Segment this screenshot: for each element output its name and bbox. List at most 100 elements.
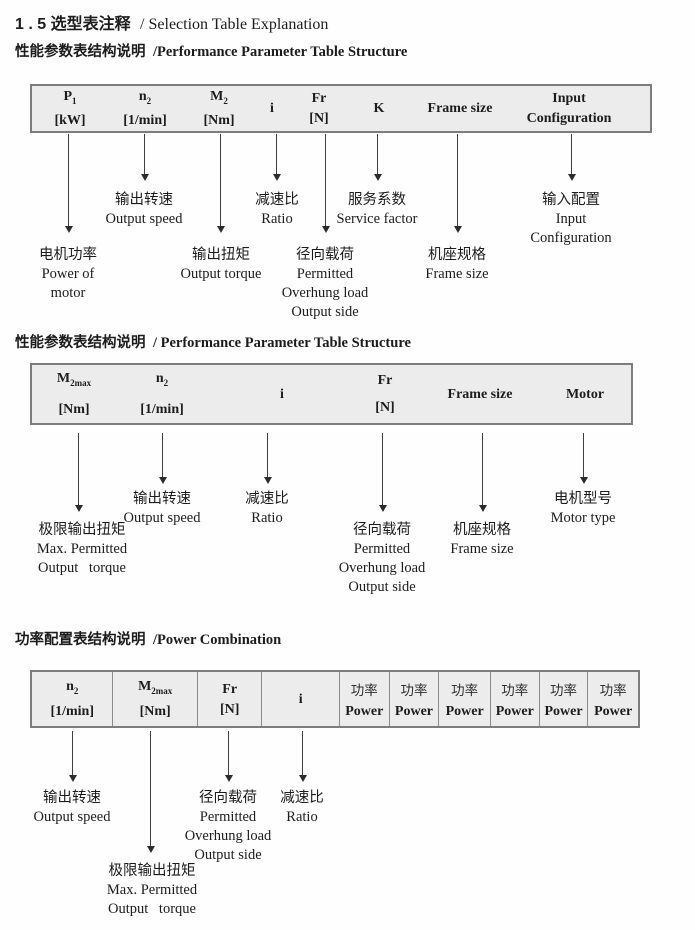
power-label-en: Power	[345, 704, 384, 719]
section3-heading-zh: 功率配置表结构说明	[15, 632, 146, 648]
arrow-m2	[216, 134, 225, 233]
table2-col-i: i	[280, 365, 284, 423]
page-title-en: / Selection Table Explanation	[140, 16, 329, 33]
table2-col-fr: Fr [N]	[375, 365, 394, 423]
label-zh: 输出扭矩	[191, 247, 250, 263]
col-unit: [Nm]	[139, 703, 171, 719]
col-symbol: i	[270, 101, 274, 116]
label-en: Ratio	[286, 809, 318, 825]
table1-col-k: K	[374, 86, 385, 131]
table3-col-power-1: 功率 Power	[340, 672, 390, 726]
label-output-torque: 输出扭矩 Output torque	[181, 246, 262, 284]
table3-col-n2: n2 [1/min]	[32, 672, 114, 726]
label-en: Motor type	[550, 510, 616, 526]
label-max-output-torque: 极限输出扭矩 Max. Permitted Output torque	[37, 521, 127, 578]
section1-heading-zh: 性能参数表结构说明	[15, 44, 146, 60]
table2-col-frame-size: Frame size	[448, 365, 513, 423]
label-motor-type: 电机型号 Motor type	[551, 490, 616, 528]
col-symbol: Input	[552, 91, 586, 106]
label-en: Permitted	[296, 266, 354, 282]
label-zh: 极限输出扭矩	[38, 522, 126, 538]
label-en: Output speed	[33, 809, 111, 825]
label-en: Overhung load	[338, 560, 426, 576]
table1-col-input-configuration: Input Configuration	[527, 86, 612, 131]
label-en: Output side	[194, 847, 262, 863]
table2-header: M2max [Nm] n2 [1/min] i Fr [N] Frame siz…	[30, 363, 633, 425]
label-en: Ratio	[261, 211, 293, 227]
arrow-frame-size	[478, 433, 487, 512]
col-symbol: K	[373, 101, 385, 116]
label-output-speed: 输出转速 Output speed	[106, 191, 183, 229]
section2-heading: 性能参数表结构说明 / Performance Parameter Table …	[15, 331, 411, 352]
section1-heading-en: /Performance Parameter Table Structure	[152, 44, 408, 60]
col-symbol: M2max	[138, 679, 173, 696]
label-en: Output torque	[108, 901, 196, 917]
label-en: Power of	[41, 266, 95, 282]
label-max-output-torque: 极限输出扭矩 Max. Permitted Output torque	[107, 862, 197, 919]
table3-col-power-6: 功率 Power	[588, 672, 638, 726]
table2-col-n2: n2 [1/min]	[140, 365, 184, 423]
col-symbol: M2max	[56, 370, 92, 388]
label-zh: 服务系数	[347, 192, 406, 208]
label-service-factor: 服务系数 Service factor	[337, 191, 418, 229]
col-unit: [N]	[219, 701, 240, 717]
table1-col-m2: M2 [Nm]	[203, 86, 234, 131]
arrow-i	[272, 134, 281, 181]
section3-heading-en: /Power Combination	[152, 632, 282, 648]
power-label-zh: 功率	[549, 683, 577, 698]
table2-col-motor: Motor	[566, 365, 604, 423]
power-label-en: Power	[544, 704, 583, 719]
arrow-p1	[64, 134, 73, 233]
label-zh: 输出转速	[114, 192, 173, 208]
col-symbol: n2	[155, 370, 169, 388]
section2-heading-zh: 性能参数表结构说明	[15, 335, 146, 351]
col-unit: [N]	[309, 111, 329, 126]
table3-col-power-5: 功率 Power	[540, 672, 589, 726]
label-en: Output torque	[38, 560, 126, 576]
col-symbol: n2	[138, 88, 152, 106]
label-ratio: 减速比 Ratio	[255, 191, 299, 229]
arrow-n2	[158, 433, 167, 484]
label-en: Ratio	[251, 510, 283, 526]
section1-heading: 性能参数表结构说明 /Performance Parameter Table S…	[15, 40, 407, 61]
label-zh: 减速比	[255, 192, 299, 208]
label-zh: 减速比	[280, 790, 324, 806]
power-label-en: Power	[495, 704, 534, 719]
label-overhung-load: 径向载荷 Permitted Overhung load Output side	[185, 789, 272, 865]
arrow-m2max	[146, 731, 155, 853]
col-unit: [1/min]	[140, 402, 184, 418]
col-symbol: Motor	[565, 386, 605, 402]
label-en: Output speed	[105, 211, 183, 227]
col-unit: [Nm]	[58, 402, 90, 418]
label-zh: 机座规格	[453, 522, 511, 538]
label-en: Configuration	[530, 230, 612, 246]
label-en: Max. Permitted	[106, 882, 198, 898]
label-en: Overhung load	[184, 828, 272, 844]
power-label-zh: 功率	[501, 683, 529, 698]
arrow-n2	[140, 134, 149, 181]
col-unit: [N]	[375, 400, 395, 415]
label-zh: 极限输出扭矩	[108, 863, 196, 879]
label-power-of-motor: 电机功率 Power of motor	[39, 246, 97, 303]
col-symbol: Frame size	[427, 101, 493, 116]
power-label-zh: 功率	[350, 683, 378, 698]
power-label-zh: 功率	[451, 683, 479, 698]
table3-header: n2 [1/min] M2max [Nm] Fr [N] i 功率 Power …	[30, 670, 640, 728]
col-unit: [1/min]	[123, 113, 167, 129]
table3-col-power-4: 功率 Power	[491, 672, 540, 726]
table1-col-n2: n2 [1/min]	[123, 86, 167, 131]
label-en: Permitted	[353, 541, 411, 557]
table1-header: P1 [kW] n2 [1/min] M2 [Nm] i Fr [N] K Fr…	[30, 84, 652, 133]
label-output-speed: 输出转速 Output speed	[34, 789, 111, 827]
col-symbol: Fr	[377, 373, 393, 388]
arrow-i	[263, 433, 272, 484]
label-en: Frame size	[450, 541, 514, 557]
label-en: Output side	[348, 579, 416, 595]
col-symbol: n2	[66, 679, 79, 696]
table2-col-m2max: M2max [Nm]	[57, 365, 91, 423]
table1-col-p1: P1 [kW]	[54, 86, 85, 131]
label-frame-size: 机座规格 Frame size	[450, 521, 513, 559]
col-unit: [Nm]	[203, 113, 235, 129]
col-symbol: Fr	[222, 681, 238, 697]
